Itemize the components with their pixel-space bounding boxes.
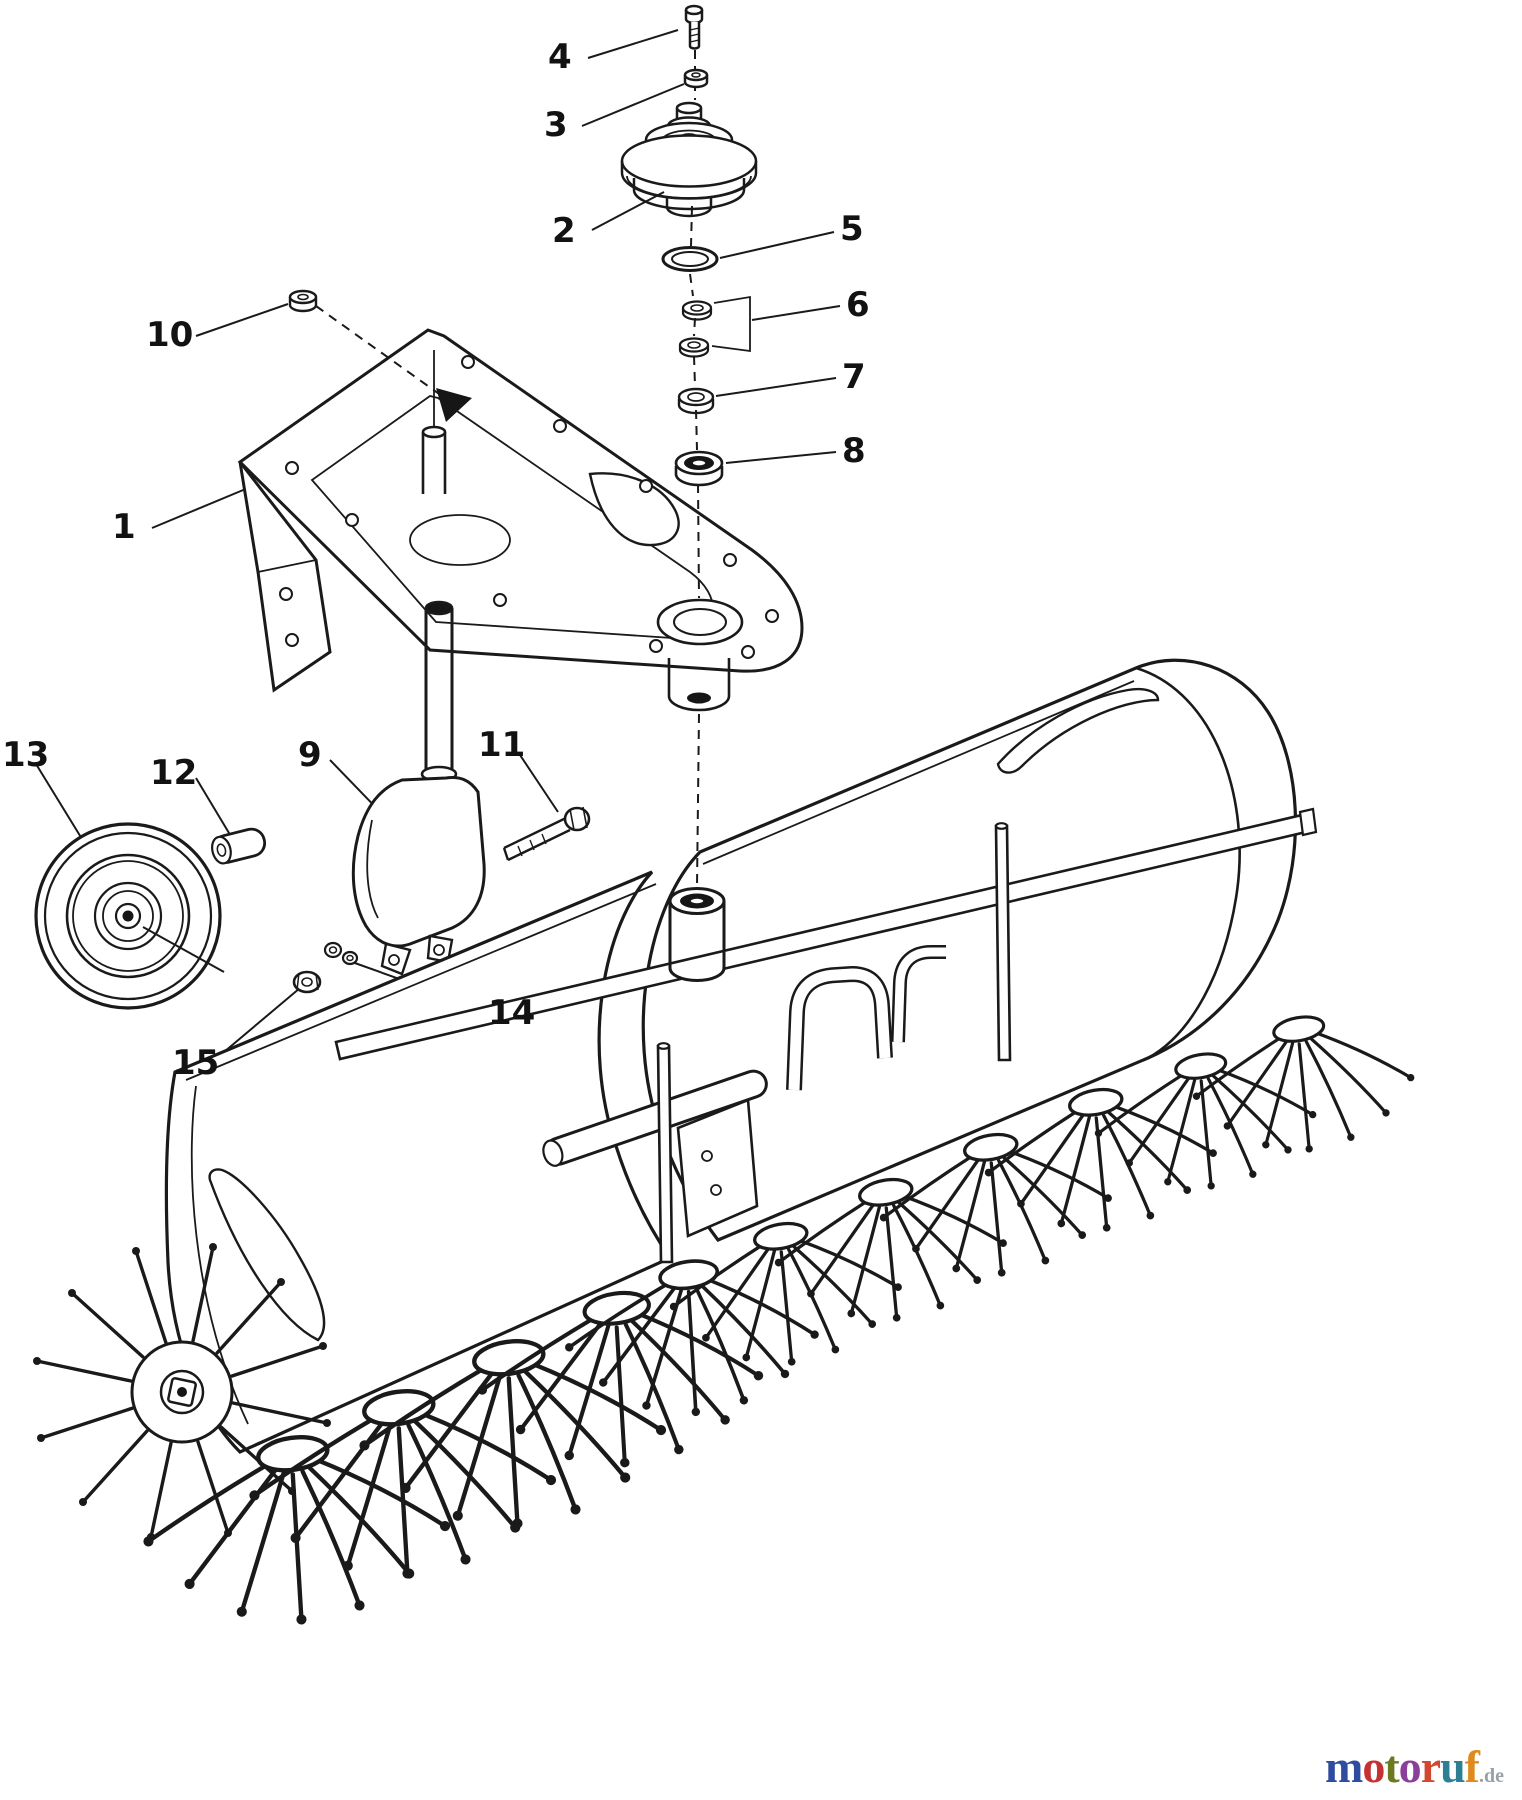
bearing-part-8 (674, 450, 724, 487)
logo-letter: f (1464, 1741, 1480, 1792)
logo-suffix: .de (1479, 1765, 1504, 1787)
washers-part-14 (323, 941, 359, 966)
washers-part-6 (678, 295, 751, 358)
wheel-part-13 (34, 822, 225, 1010)
motoruf-logo[interactable]: motoruf.de (1325, 1744, 1504, 1790)
logo-letter: t (1384, 1741, 1399, 1792)
callout-11: 11 (478, 725, 526, 765)
reel-body (164, 658, 1298, 1454)
pulley-part-2 (620, 101, 758, 218)
reel-frame-hardware (334, 807, 1318, 1264)
callout-12: 12 (150, 753, 198, 793)
callout-4: 4 (548, 37, 572, 77)
nut-part-15 (292, 970, 322, 994)
frame-part-1 (237, 328, 804, 712)
logo-letter: u (1440, 1741, 1466, 1792)
washer-part-7 (677, 387, 715, 415)
logo-letter: o (1398, 1741, 1422, 1792)
end-spike-wheel (33, 1243, 331, 1541)
callout-6: 6 (846, 285, 870, 325)
callout-14: 14 (488, 993, 536, 1033)
bolt-part-4 (684, 4, 704, 50)
callout-1: 1 (112, 507, 136, 547)
logo-letter: o (1362, 1741, 1385, 1792)
spindle-fork-part-9 (351, 600, 486, 976)
callout-9: 9 (298, 735, 322, 775)
callout-10: 10 (146, 315, 194, 355)
callout-3: 3 (544, 105, 568, 145)
callout-13: 13 (2, 735, 50, 775)
callout-8: 8 (842, 431, 866, 471)
nut-part-3 (683, 68, 709, 89)
callout-5: 5 (840, 209, 864, 249)
ring-part-5 (661, 246, 719, 272)
nut-part-10 (288, 289, 318, 313)
direction-arrow (315, 305, 472, 422)
callout-15: 15 (172, 1043, 220, 1083)
centerline-to-mount (696, 713, 700, 887)
callout-2: 2 (552, 211, 576, 251)
logo-letter: r (1420, 1741, 1441, 1792)
callout-7: 7 (842, 357, 866, 397)
spacer-part-12 (211, 827, 267, 865)
logo-letter: m (1325, 1741, 1363, 1792)
bolt-part-11 (502, 806, 591, 862)
centerline-through-frame (697, 483, 700, 599)
